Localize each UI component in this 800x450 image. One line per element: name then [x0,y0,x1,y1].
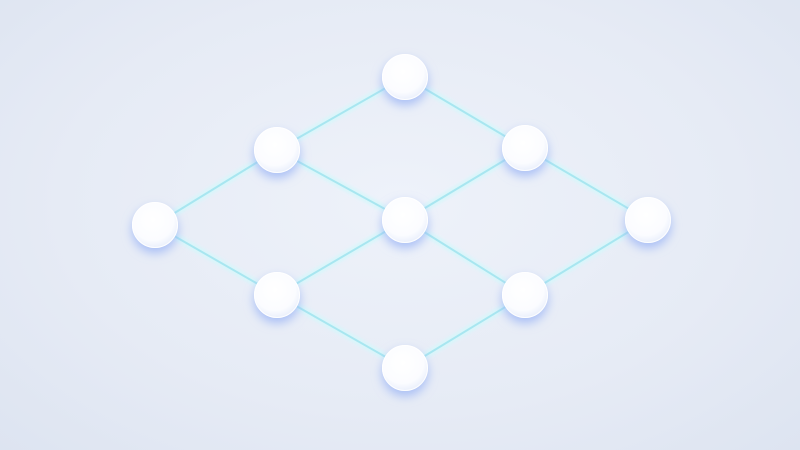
node-center [382,197,428,243]
edge-center-lower-right [404,219,526,296]
node-rim-center [382,197,428,243]
node-right [625,197,671,243]
node-circle-bottom [382,345,428,391]
edge-top-upper-right [404,76,526,149]
node-rim-top [382,54,428,100]
edge-right-lower-right [524,219,649,296]
node-rim-upper-left [254,127,300,173]
node-rim-right [625,197,671,243]
edge-left-lower-left [154,224,278,296]
edge-center-lower-left [276,219,406,296]
edge-upper-left-left [154,149,278,226]
node-circle-top [382,54,428,100]
edge-upper-left-center [276,149,406,221]
node-circle-upper-right [502,125,548,171]
edge-upper-right-center [404,147,526,221]
edge-top-upper-left [276,76,406,151]
node-rim-left [132,202,178,248]
node-rim-lower-left [254,272,300,318]
edges-layer [151,73,652,372]
node-lower-right [502,272,548,318]
node-circle-right [625,197,671,243]
node-rim-upper-right [502,125,548,171]
node-top [382,54,428,100]
node-rim-bottom [382,345,428,391]
node-circle-lower-right [502,272,548,318]
node-upper-right [502,125,548,171]
edge-lower-right-bottom [404,294,526,369]
edge-lower-left-bottom [276,294,406,369]
node-upper-left [254,127,300,173]
edge-upper-right-right [524,147,649,221]
node-circle-center [382,197,428,243]
node-left [132,202,178,248]
node-rim-lower-right [502,272,548,318]
node-circle-left [132,202,178,248]
node-circle-lower-left [254,272,300,318]
node-circle-upper-left [254,127,300,173]
nodes-layer [132,54,671,391]
node-bottom [382,345,428,391]
node-lower-left [254,272,300,318]
